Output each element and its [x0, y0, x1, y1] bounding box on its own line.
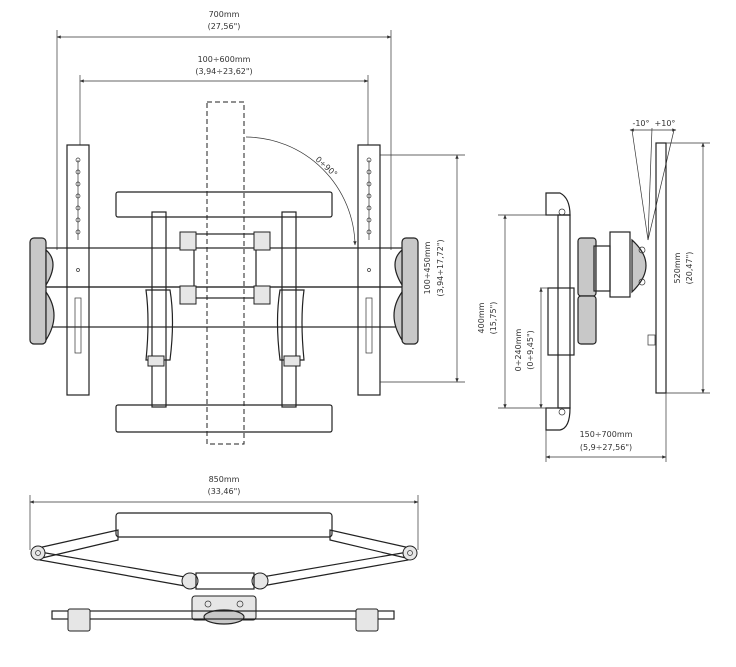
arm-right — [276, 289, 305, 361]
label-depth-mm: 150÷700mm — [580, 430, 633, 439]
wall-plate-top — [115, 512, 333, 538]
end-bracket-left — [67, 608, 91, 632]
arm-lower-right — [261, 551, 409, 587]
clamp-br — [253, 285, 271, 305]
clamp-tl — [179, 231, 197, 251]
side-view — [498, 127, 710, 462]
wall-post — [557, 214, 571, 409]
label-850mm: 850mm — [209, 475, 240, 484]
tv-plate — [655, 142, 667, 394]
vesa-plate-left — [66, 144, 90, 396]
label-tilt-back: -10° — [632, 119, 649, 128]
inner-post-left — [151, 211, 167, 408]
label-shift-in: (0÷9,45") — [526, 330, 535, 370]
label-700mm: 700mm — [209, 10, 240, 19]
top-view — [29, 495, 419, 632]
pivot-left — [30, 545, 46, 561]
center-block — [193, 233, 257, 299]
labels: 700mm (27,56") 100÷600mm (3,94÷23,62") 0… — [195, 10, 694, 496]
wall-bracket-top — [545, 192, 571, 216]
label-400mm: 400mm — [477, 302, 486, 333]
tilt-head — [609, 231, 631, 298]
label-vesa-h-mm: 100÷600mm — [198, 55, 251, 64]
label-520in: (20,47") — [685, 252, 694, 285]
carriage — [547, 287, 575, 356]
arm-lower-left — [39, 551, 186, 587]
label-vesa-v-in: (3,94÷17,72") — [436, 239, 445, 296]
left-end-cap — [29, 237, 47, 345]
label-vesa-v-mm: 100÷450mm — [423, 241, 432, 294]
label-depth-in: (5,9÷27,56") — [580, 443, 632, 452]
tilt-fan — [631, 129, 675, 241]
label-vesa-h-in: (3,94÷23,62") — [195, 67, 252, 76]
lower-rail — [32, 286, 414, 328]
vesa-plate-right — [357, 144, 381, 396]
right-end-cap — [401, 237, 419, 345]
center-link — [195, 572, 255, 590]
wall-bracket-bottom — [545, 407, 571, 431]
bottom-cross-bar — [115, 404, 333, 433]
label-shift-mm: 0÷240mm — [514, 328, 523, 371]
upper-rail — [32, 247, 414, 288]
pivot-center-left — [181, 572, 199, 590]
pivot-right — [402, 545, 418, 561]
label-tilt-fwd: +10° — [655, 119, 676, 128]
center-column — [206, 101, 245, 445]
clamp-bl — [179, 285, 197, 305]
clamp-tr — [253, 231, 271, 251]
inner-post-right — [281, 211, 297, 408]
vesa-holes — [75, 157, 372, 272]
label-850in: (33,46") — [208, 487, 241, 496]
end-bracket-right — [355, 608, 379, 632]
label-rotation: 0÷90° — [314, 155, 339, 179]
front-view — [29, 30, 465, 445]
pivot-center-right — [251, 572, 269, 590]
tv-bar — [51, 610, 395, 620]
label-520mm: 520mm — [673, 252, 682, 283]
label-700in: (27,56") — [208, 22, 241, 31]
top-cross-bar — [115, 191, 333, 218]
arm-left — [145, 289, 174, 361]
label-400in: (15,75") — [489, 302, 498, 335]
rotation-arc — [245, 136, 357, 246]
